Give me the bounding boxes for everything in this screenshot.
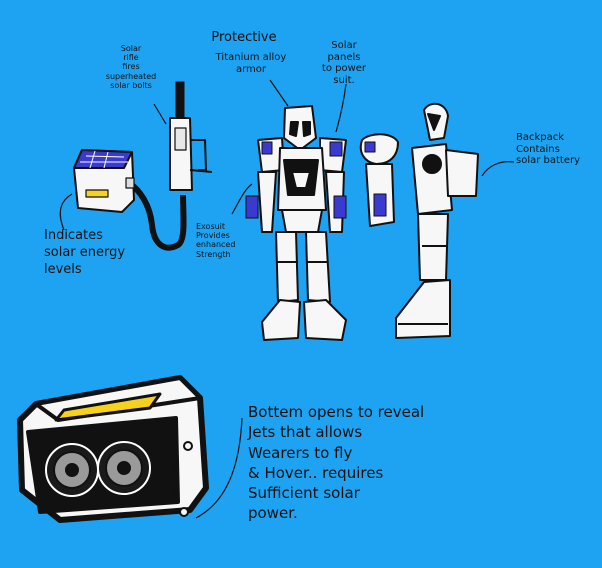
armored-suit-front (245, 105, 347, 341)
leader-lines (59, 79, 515, 519)
energy-indicator (85, 189, 109, 198)
left-foot (261, 299, 301, 341)
solar-rifle-assembly (73, 81, 213, 251)
backpack (445, 149, 479, 197)
indicator-window (54, 392, 162, 422)
right-jet (97, 441, 151, 495)
rifle-label: Solar rifle fires superheated solar bolt… (105, 44, 157, 90)
power-hose (126, 179, 187, 251)
armored-suit-side (395, 102, 479, 339)
helmet (283, 105, 317, 151)
left-leg (275, 231, 299, 303)
side-torso (411, 143, 453, 215)
side-boot (395, 279, 451, 339)
protective-desc: Titanium alloy armor (215, 52, 287, 75)
backpack-label: Backpack Contains solar battery (516, 132, 581, 166)
right-foot (303, 299, 347, 341)
rifle-barrel (175, 81, 185, 119)
left-jet (45, 443, 99, 497)
jetpack-label: Bottem opens to reveal Jets that allows … (248, 403, 425, 523)
exosuit-label: Exosuit Provides enhanced Strength (196, 222, 236, 259)
indicates-label: Indicates solar energy levels (44, 228, 126, 277)
jetpack-detail (17, 375, 209, 523)
right-leg (305, 231, 331, 303)
panels-label: Solar panels to power suit. (321, 40, 367, 86)
protective-title: Protective (211, 30, 277, 45)
left-arm (257, 171, 277, 233)
arm-detail (359, 133, 399, 227)
